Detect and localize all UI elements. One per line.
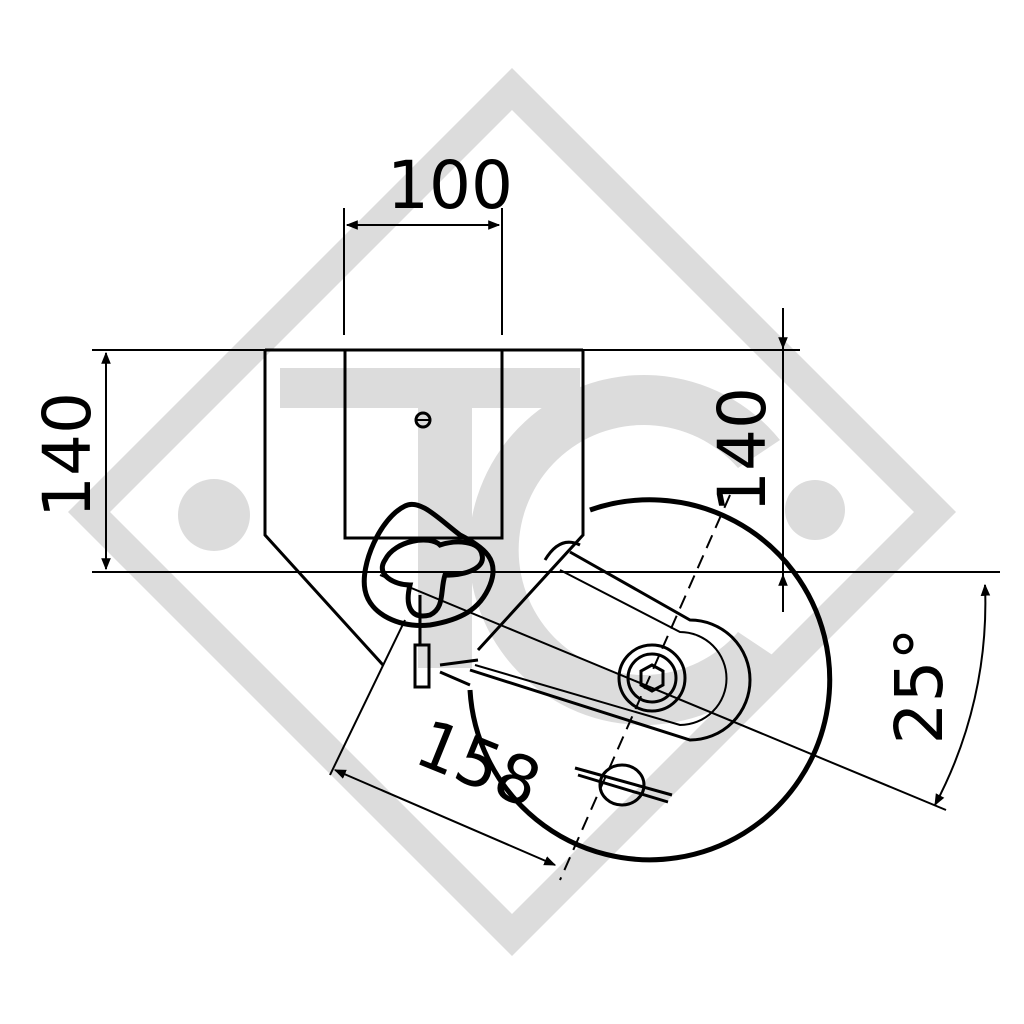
bracket-bolt	[414, 411, 432, 429]
dim-width-top: 100	[387, 147, 513, 224]
watermark-dot-left	[178, 479, 250, 551]
dim-angle: 25°	[881, 628, 958, 745]
dimension-lines	[101, 220, 991, 866]
axle-hub	[617, 643, 687, 713]
swing-arm	[439, 550, 752, 742]
dim-arm-length: 158	[406, 705, 552, 824]
wheel	[467, 497, 833, 863]
dim-arc-angle	[934, 583, 991, 807]
clamp-handle	[361, 501, 496, 689]
watermark-diamond	[68, 68, 956, 956]
dim-height-left: 140	[29, 392, 106, 518]
watermark-dot-right	[785, 480, 845, 540]
watermark-c-letter	[468, 375, 780, 725]
dim-line-arm-length	[333, 769, 557, 866]
dim-height-right: 140	[704, 387, 781, 513]
wheel-knob	[574, 763, 673, 807]
